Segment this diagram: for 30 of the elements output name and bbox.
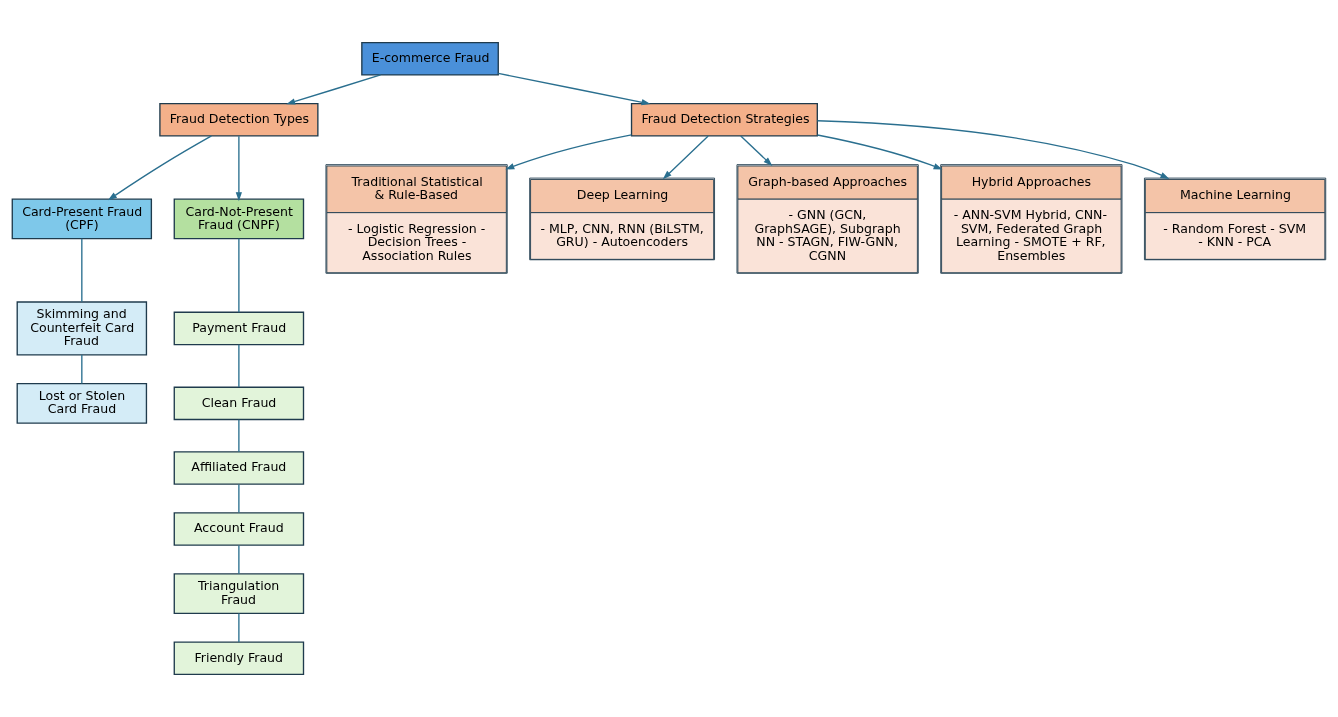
node-box: Triangulation Fraud (173, 573, 305, 615)
arrow (286, 74, 382, 105)
node-box: Account Fraud (173, 512, 305, 546)
node-box: Fraud Detection Types (159, 102, 319, 137)
node-box: Skimming and Counterfeit Card Fraud (16, 301, 148, 356)
arrow (816, 134, 943, 170)
connector (81, 238, 83, 303)
arrow (107, 135, 213, 201)
node-box: Card-Not-Present Fraud (CNPF) (173, 198, 305, 240)
arrow (816, 120, 1170, 179)
connector (238, 344, 240, 388)
connector (238, 419, 240, 453)
connector (238, 612, 240, 643)
connector (81, 354, 83, 385)
node-box: Friendly Fraud (173, 641, 305, 676)
arrow (235, 135, 243, 202)
connector (238, 238, 240, 313)
arrow (740, 135, 773, 166)
node-box: Card-Present Fraud (CPF) (11, 198, 153, 240)
node-box: Clean Fraud (173, 386, 305, 421)
node-box: Affiliated Fraud (173, 451, 305, 485)
connector (238, 483, 240, 514)
node-box: Lost or Stolen Card Fraud (16, 382, 148, 424)
arrow (505, 134, 633, 170)
arrow (662, 135, 709, 180)
node-box: Payment Fraud (173, 311, 305, 346)
node-box: E-commerce Fraud (361, 41, 499, 76)
node-box: Fraud Detection Strategies (630, 102, 818, 137)
connector (238, 544, 240, 575)
arrow (497, 72, 651, 106)
